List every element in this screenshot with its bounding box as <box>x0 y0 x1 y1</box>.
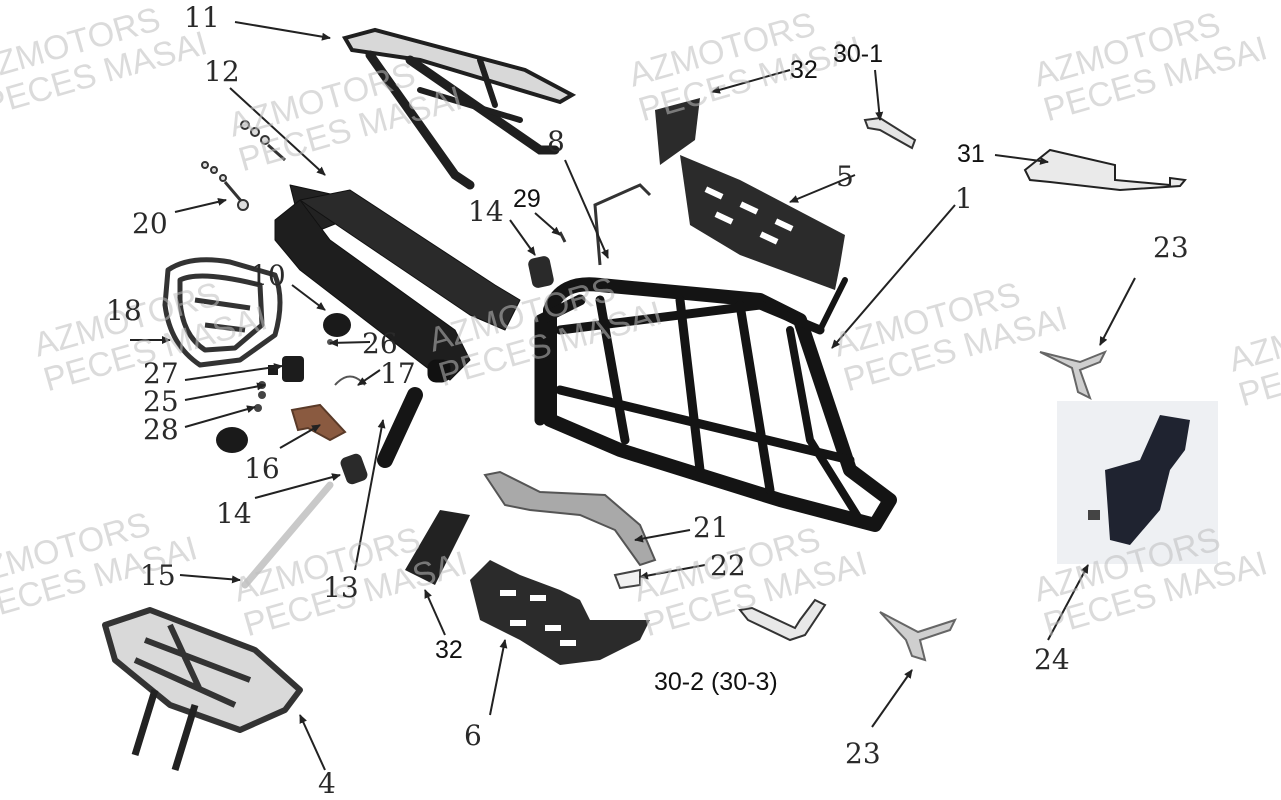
part-label-4: 4 <box>318 767 336 800</box>
part-label-20: 20 <box>132 207 168 240</box>
part-label-23-lower: 23 <box>845 737 881 770</box>
bushing-part-upper <box>528 256 554 288</box>
grab-handle-part <box>162 257 283 368</box>
washer-part <box>216 427 248 453</box>
brake-pedal-part <box>290 403 347 442</box>
part-label-29: 29 <box>513 185 541 213</box>
part-label-11: 11 <box>184 1 220 34</box>
part-label-23-upper: 23 <box>1153 231 1189 264</box>
part-label-14-lower: 14 <box>216 497 252 530</box>
part-label-24: 24 <box>1034 643 1070 676</box>
part-label-27: 27 <box>143 357 179 390</box>
swing-arm-part <box>274 184 521 383</box>
part-label-25: 25 <box>143 385 179 418</box>
part-label-22: 22 <box>710 549 746 582</box>
bushing-part-lower <box>340 453 368 485</box>
brake-arm-part <box>483 470 657 567</box>
foot-peg-bracket-render <box>1088 415 1190 545</box>
part-label-10: 10 <box>250 259 286 292</box>
screw-part-29 <box>558 231 567 243</box>
pivot-pin-part <box>241 481 334 589</box>
leader-lines <box>130 21 1136 771</box>
small-part-22 <box>613 568 641 590</box>
part-label-17: 17 <box>380 357 416 390</box>
skid-plate-part-5 <box>680 155 845 290</box>
bracket-part-30-2 <box>738 598 827 642</box>
part-label-32-top: 32 <box>790 56 818 84</box>
bracket-part-31 <box>1023 148 1187 192</box>
shaft-part-13 <box>377 387 423 468</box>
part-label-1: 1 <box>955 182 973 215</box>
bracket-part-32-top <box>655 98 700 165</box>
rubber-bushing-part <box>323 313 351 337</box>
shock-mount-part <box>268 356 304 382</box>
bolt-set-part-20 <box>201 161 249 211</box>
part-label-15: 15 <box>140 559 176 592</box>
part-label-6: 6 <box>464 719 482 752</box>
part-label-28: 28 <box>143 413 179 446</box>
part-label-31: 31 <box>957 140 985 168</box>
rear-rack-part <box>102 607 303 772</box>
part-label-30-1: 30-1 <box>833 40 884 68</box>
part-label-32-bottom: 32 <box>435 636 463 664</box>
part-label-13: 13 <box>323 571 359 604</box>
part-label-30-2: 30-2 (30-3) <box>654 668 778 696</box>
part-label-8: 8 <box>547 125 565 158</box>
part-label-5: 5 <box>836 160 854 193</box>
bracket-part-30-1 <box>863 116 917 150</box>
part-label-21: 21 <box>693 511 729 544</box>
part-label-16: 16 <box>244 452 280 485</box>
rear-subframe-part <box>341 27 577 190</box>
y-brace-part-lower <box>879 611 957 662</box>
part-label-14-upper: 14 <box>468 195 504 228</box>
part-label-26: 26 <box>362 327 398 360</box>
bracket-part-32-bottom <box>405 510 470 585</box>
skid-plate-part-6 <box>470 560 650 665</box>
part-label-18: 18 <box>106 294 142 327</box>
main-frame-part <box>534 277 897 532</box>
part-label-12: 12 <box>204 55 240 88</box>
bolt-set-part-12 <box>240 120 286 162</box>
rod-part-8 <box>593 183 652 266</box>
y-brace-part-upper <box>1039 350 1108 401</box>
